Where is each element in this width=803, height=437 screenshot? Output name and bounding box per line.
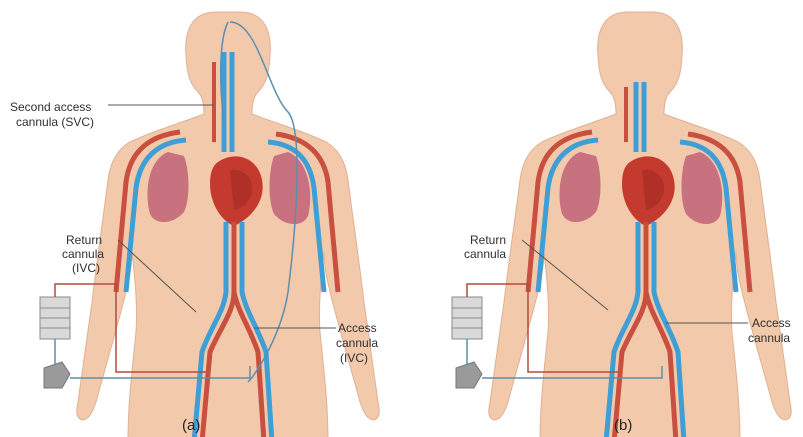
pump-a [44,362,70,388]
label-return-b-1: Return [470,233,506,247]
caption-b: (b) [614,417,632,434]
label-return-b-2: cannula [464,247,506,261]
pump-b [456,362,482,388]
label-second-access-1: Second access [10,100,91,114]
label-access-b-2: cannula [748,331,790,345]
body-a [77,12,379,437]
caption-a: (a) [182,417,200,434]
label-access-a-2: cannula [336,336,378,350]
body-b [489,12,791,437]
label-access-a-3: (IVC) [340,351,368,365]
label-return-a-2: cannula [62,247,104,261]
label-access-a-1: Access [338,321,377,335]
panel-b: Return cannula Access cannula (b) [452,12,791,437]
label-second-access-2: cannula (SVC) [16,115,94,129]
panel-a: Second access cannula (SVC) Return cannu… [10,12,379,437]
label-return-a-3: (IVC) [72,261,100,275]
label-return-a-1: Return [66,233,102,247]
label-access-b-1: Access [752,316,791,330]
